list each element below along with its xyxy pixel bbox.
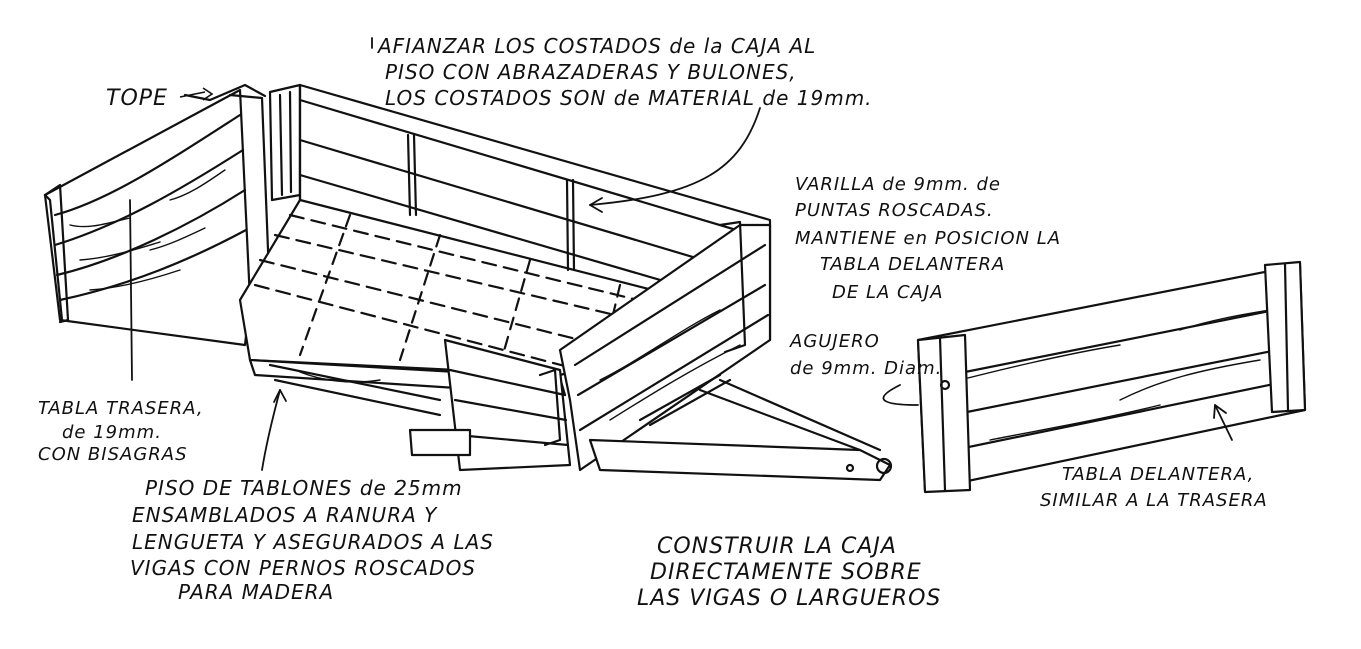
label-piso-4: VIGAS CON PERNOS ROSCADOS (130, 556, 477, 580)
label-varilla-5: DE LA CAJA (832, 282, 944, 303)
label-tabla-trasera-2: de 19mm. (62, 422, 162, 443)
label-afianzar-3: LOS COSTADOS SON de MATERIAL de 19mm. (385, 86, 873, 110)
far-side-wall (298, 83, 772, 342)
left-side-wall (43, 88, 272, 347)
near-side-wall (558, 220, 772, 472)
leader-lines (129, 37, 1233, 471)
truck-box-assembly (43, 83, 893, 482)
label-construir-3: LAS VIGAS O LARGUEROS (637, 586, 942, 611)
label-tabla-delantera-2: SIMILAR A LA TRASERA (1040, 490, 1268, 511)
stop-bracket (183, 83, 267, 102)
label-varilla-4: TABLA DELANTERA (820, 254, 1006, 275)
label-piso-2: ENSAMBLADOS A RANURA Y (132, 503, 438, 527)
front-board-detail (916, 260, 1307, 494)
label-varilla-1: VARILLA de 9mm. de (795, 174, 1001, 195)
threaded-rods (406, 133, 576, 272)
rear-hinged-board (268, 83, 302, 202)
label-tope: TOPE (106, 86, 168, 111)
label-tabla-delantera-1: TABLA DELANTERA, (1062, 464, 1255, 485)
label-construir-1: CONSTRUIR LA CAJA (657, 534, 897, 559)
label-piso-5: PARA MADERA (178, 580, 335, 604)
label-construir-2: DIRECTAMENTE SOBRE (650, 560, 922, 585)
near-end-board (443, 338, 572, 472)
label-piso-3: LENGUETA Y ASEGURADOS A LAS (132, 530, 494, 554)
label-tabla-trasera-1: TABLA TRASERA, (38, 398, 204, 419)
label-agujero-1: AGUJERO (790, 331, 880, 352)
label-afianzar-2: PISO CON ABRAZADERAS Y BULONES, (385, 60, 797, 84)
frame-beams (268, 363, 893, 482)
label-varilla-2: PUNTAS ROSCADAS. (795, 200, 994, 221)
tope-arrow (179, 87, 214, 101)
label-varilla-3: MANTIENE en POSICION LA (795, 228, 1062, 249)
label-agujero-2: de 9mm. Diam. (790, 358, 943, 379)
label-afianzar-1: AFIANZAR LOS COSTADOS de la CAJA AL (378, 34, 817, 58)
label-piso-1: PISO DE TABLONES de 25mm (145, 476, 463, 500)
label-tabla-trasera-3: CON BISAGRAS (38, 444, 188, 465)
